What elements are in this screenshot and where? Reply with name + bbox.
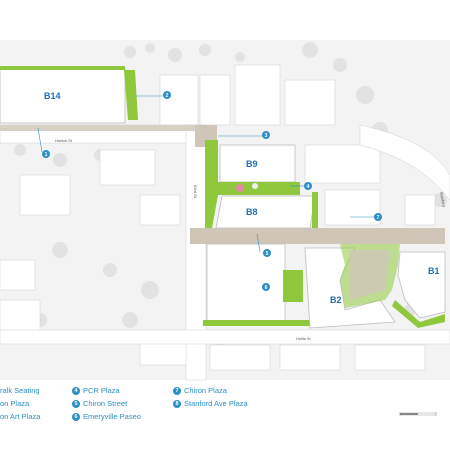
emeryville-paseo — [190, 228, 445, 244]
horton-st-label: Horton St — [55, 138, 73, 143]
hollis-st-road — [0, 329, 450, 345]
chiron-plaza-paving — [350, 250, 390, 300]
b14-landscape-strip — [0, 66, 125, 70]
legend-label: on Plaza — [0, 399, 30, 408]
building-b8-label: B8 — [246, 207, 258, 217]
scale-bar — [399, 412, 437, 416]
marker-5[interactable]: 5 — [263, 249, 271, 257]
legend-label: Emeryville Paseo — [83, 412, 141, 421]
pcr-plaza-landscape — [205, 140, 300, 228]
legend-label: PCR Plaza — [83, 386, 120, 395]
hollis-st-label: Hollis St — [296, 336, 312, 341]
marker-7[interactable]: 7 — [374, 213, 382, 221]
legend-label: on Art Plaza — [0, 412, 41, 421]
building-b1 — [397, 251, 446, 319]
stanford-ave-road — [359, 124, 450, 201]
legend-number: 6 — [72, 413, 80, 421]
svg-text:7: 7 — [377, 215, 380, 221]
legend-number: 5 — [72, 400, 80, 408]
building-b2-label: B2 — [330, 295, 342, 305]
legend-label: Stanford Ave Plaza — [184, 399, 248, 408]
building-west-block — [206, 243, 286, 325]
svg-text:5: 5 — [266, 251, 269, 257]
legend-item-1: ralk Seating — [0, 386, 40, 395]
legend-number: 8 — [173, 400, 181, 408]
b8-east-landscape — [312, 192, 318, 228]
building-b9-label: B9 — [246, 159, 258, 169]
marker-1[interactable]: 1 — [42, 150, 50, 158]
building-b1-label: B1 — [428, 266, 440, 276]
53rd-st-label: 53rd St — [193, 185, 198, 199]
legend-label: Chiron Street — [83, 399, 128, 408]
svg-text:4: 4 — [307, 184, 310, 190]
svg-text:1: 1 — [45, 152, 48, 158]
context-buildings — [0, 64, 436, 371]
b14-east-landscape — [124, 70, 138, 120]
marker-3[interactable]: 3 — [262, 131, 270, 139]
marker-4[interactable]: 4 — [304, 182, 312, 190]
legend-number: 4 — [72, 387, 80, 395]
building-b8 — [215, 195, 316, 229]
stanford-label: Stanford — [439, 191, 447, 207]
marker-6[interactable]: 6 — [262, 283, 270, 291]
plaza-feature — [252, 183, 258, 189]
emeryville-paseo-landscape — [283, 270, 303, 302]
callout-markers: 1 2 3 4 5 6 7 — [42, 91, 382, 291]
svg-text:2: 2 — [166, 93, 169, 99]
legend-label: ralk Seating — [0, 386, 40, 395]
hollis-landscape-strip — [203, 320, 313, 326]
legend-item-2: on Plaza — [0, 399, 29, 408]
svg-text:6: 6 — [265, 285, 268, 291]
building-b14 — [0, 67, 126, 124]
art-plaza-feature — [236, 184, 244, 192]
legend-number: 7 — [173, 387, 181, 395]
b1-landscape — [392, 300, 445, 328]
building-b9 — [219, 144, 296, 183]
marker-2[interactable]: 2 — [163, 91, 171, 99]
legend-item-3: on Art Plaza — [0, 412, 40, 421]
callout-lines — [37, 95, 374, 253]
svg-text:3: 3 — [265, 133, 268, 139]
horton-walkway — [0, 125, 210, 131]
building-b14-label: B14 — [44, 91, 61, 101]
building-chiron-context — [324, 189, 381, 226]
legend-label: Chiron Plaza — [184, 386, 227, 395]
